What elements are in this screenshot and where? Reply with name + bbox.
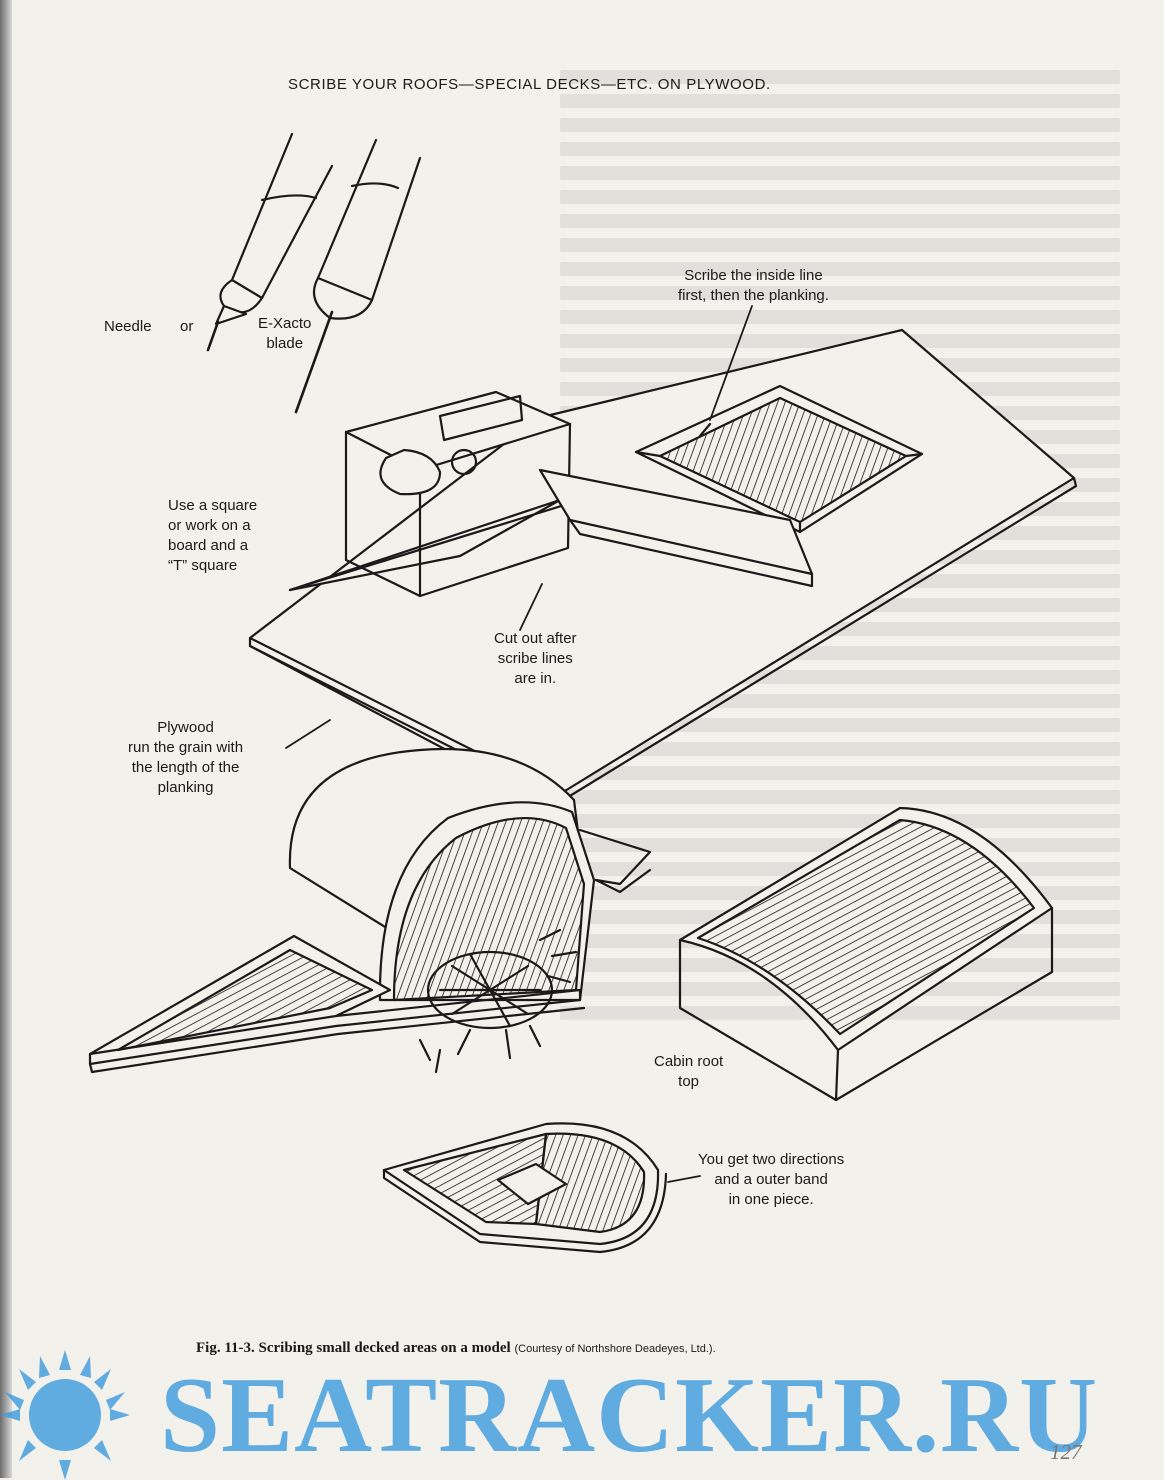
- caption-credit: (Courtesy of Northshore Deadeyes, Ltd.).: [514, 1343, 716, 1355]
- label-two-directions: You get two directions and a outer band …: [698, 1151, 845, 1208]
- t-square-block: [344, 390, 814, 598]
- xacto-knife-tool: [294, 138, 422, 414]
- caption-text: Fig. 11-3. Scribing small decked areas o…: [196, 1340, 511, 1356]
- label-scribe-inside-line: Scribe the inside line first, then the p…: [678, 267, 829, 304]
- scribed-deck-outline: [634, 384, 924, 534]
- label-needle: Needle: [104, 318, 152, 335]
- label-cabin-roof-top: Cabin root top: [654, 1053, 724, 1090]
- watermark-text: SEATRACKER.RU: [160, 1356, 1099, 1475]
- page-number: 127: [1050, 1440, 1082, 1464]
- figure-caption: Fig. 11-3. Scribing small decked areas o…: [196, 1340, 716, 1357]
- label-or: or: [180, 318, 194, 335]
- label-plywood-grain: Plywood run the grain with the length of…: [128, 719, 244, 796]
- leader-lines: [285, 305, 753, 1183]
- label-use-square: Use a square or work on a board and a “T…: [168, 497, 258, 574]
- label-cut-out: Cut out after scribe lines are in.: [494, 630, 577, 687]
- watermark-sun-logo: [0, 1350, 130, 1480]
- figure-heading: SCRIBE YOUR ROOFS—SPECIAL DECKS—ETC. ON …: [288, 76, 771, 93]
- two-direction-piece: [382, 1122, 668, 1254]
- arched-cabin-model: [288, 747, 652, 1074]
- triangular-deck-panel: [88, 934, 586, 1074]
- cabin-roof-block: [678, 806, 1054, 1102]
- scan-edge-shadow: [0, 0, 12, 1478]
- label-exacto-blade: E-Xacto blade: [258, 315, 312, 352]
- needle-tool: [206, 132, 334, 352]
